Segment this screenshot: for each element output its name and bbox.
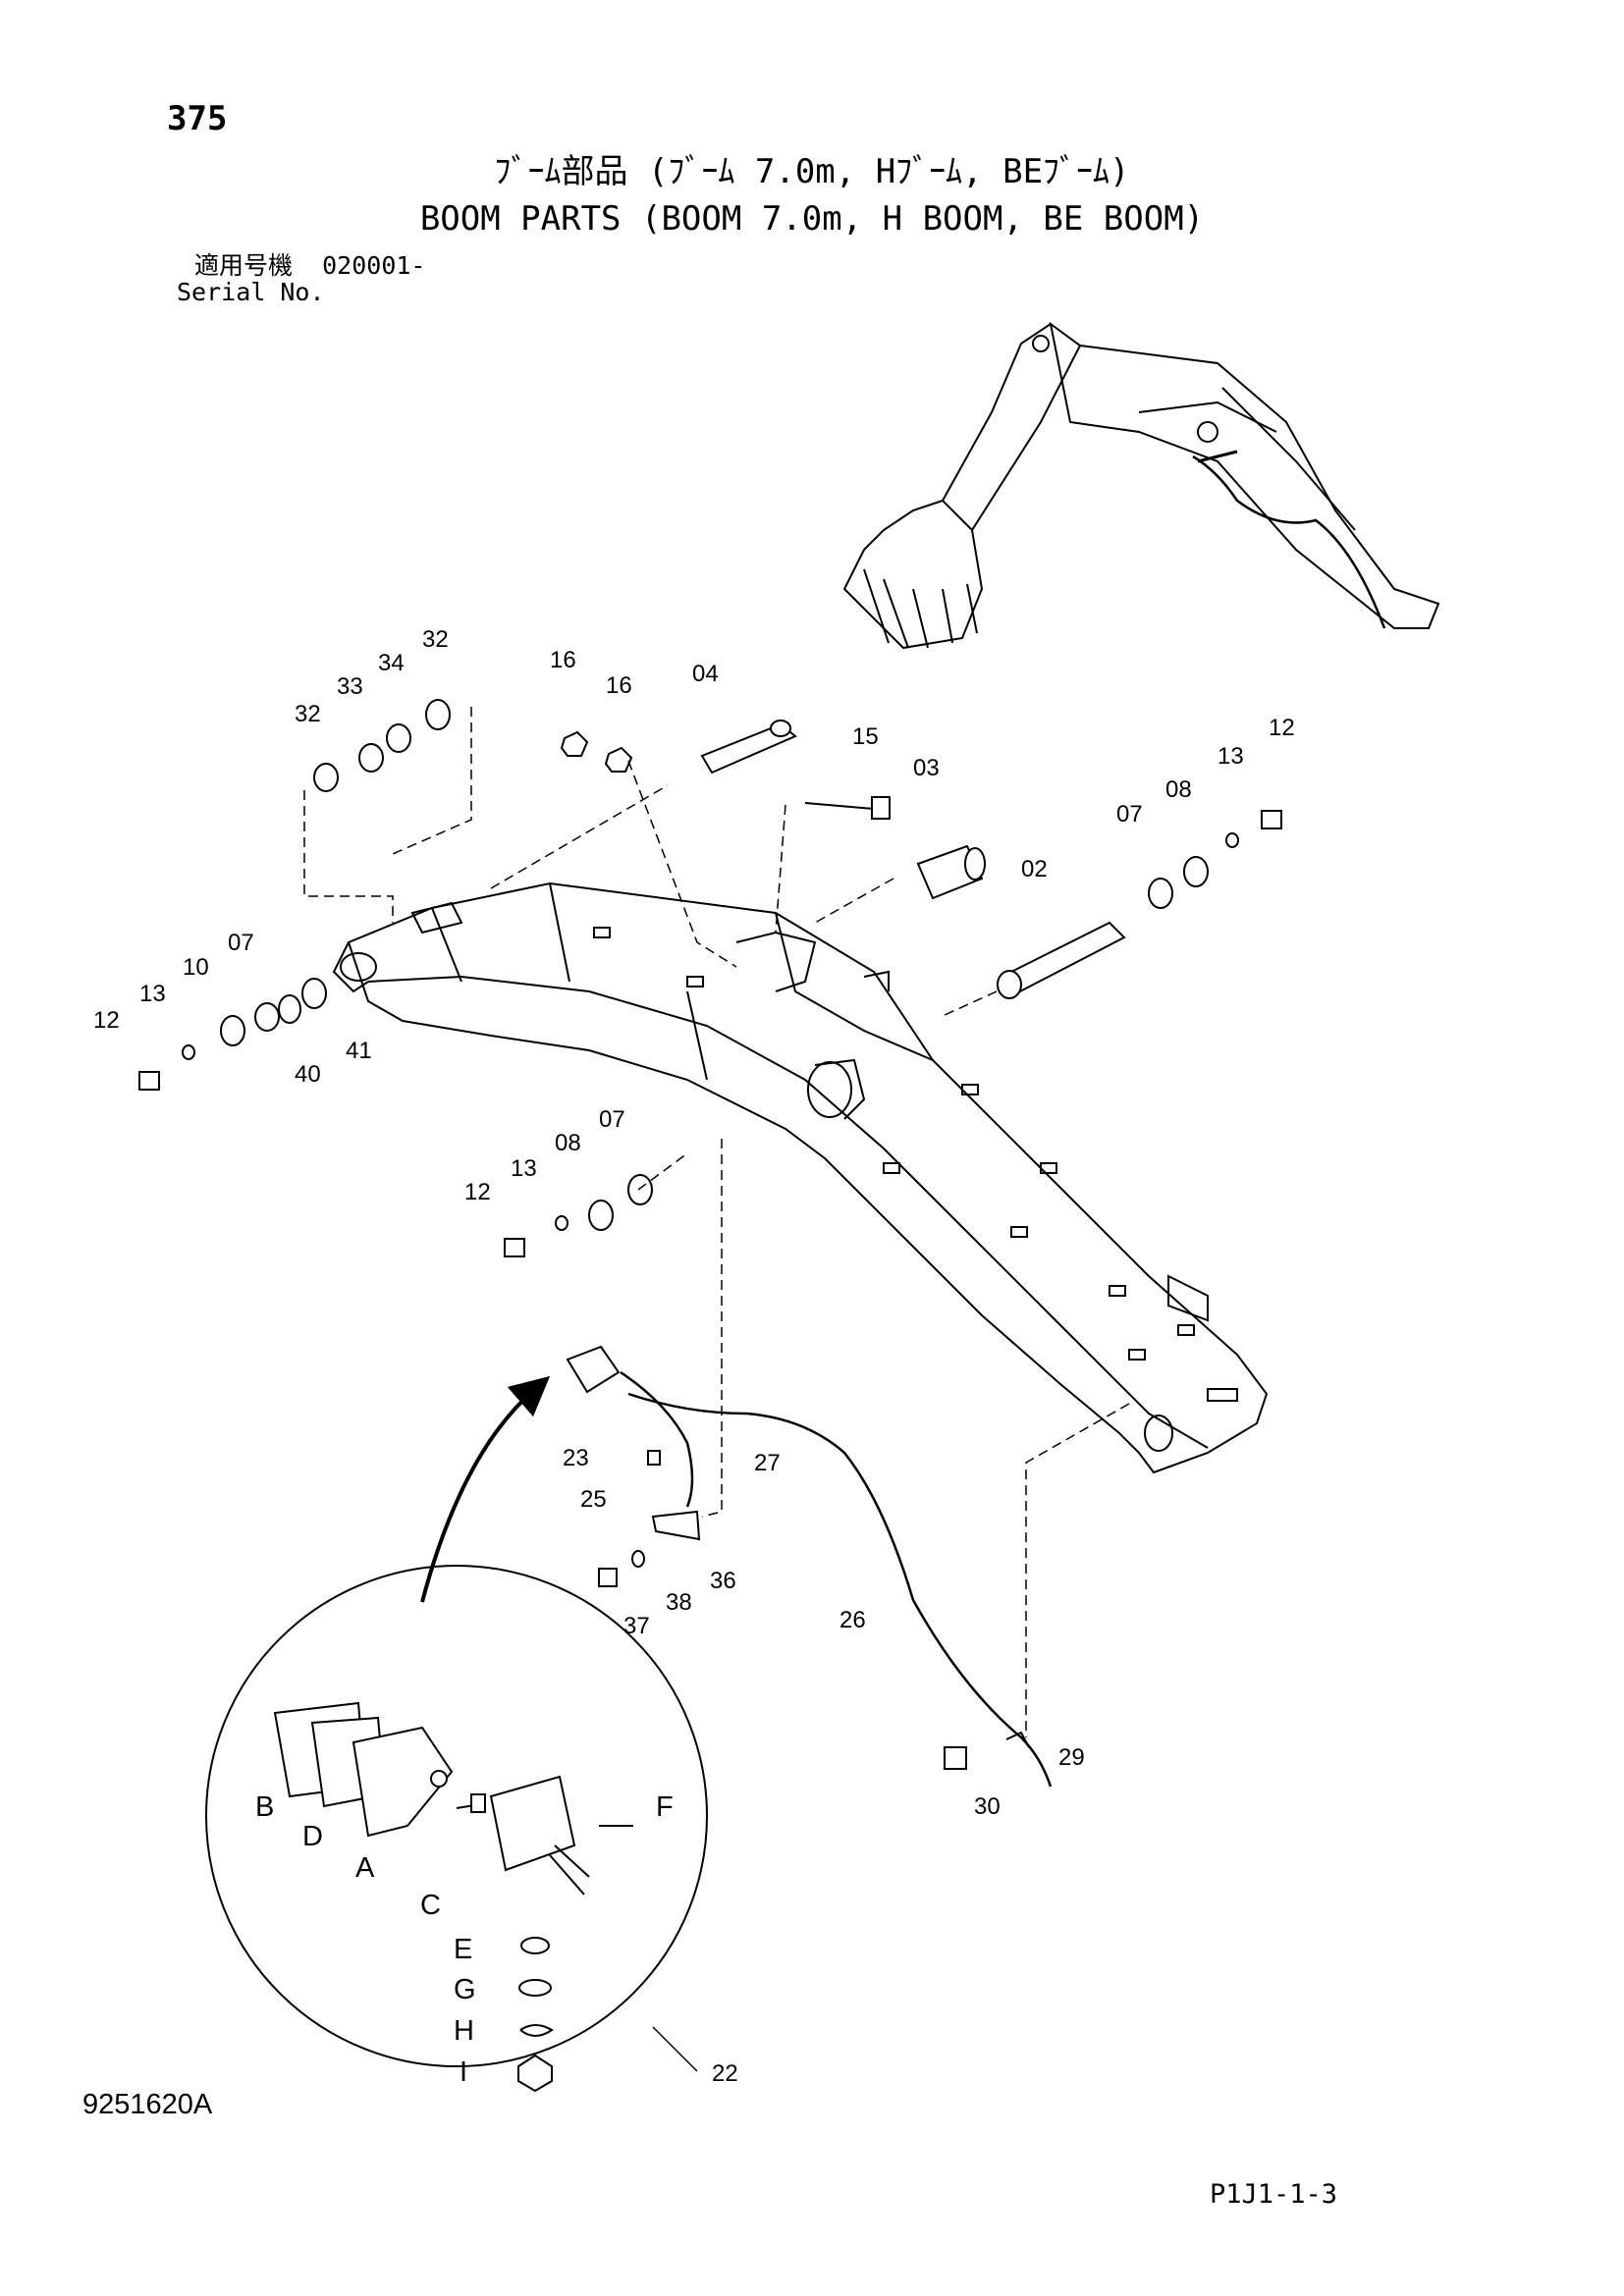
callout-37: 37 [623, 1613, 650, 1639]
callout-16: 16 [606, 672, 632, 699]
letter-h: H [454, 2015, 474, 2047]
callout-13: 13 [139, 981, 166, 1007]
drawing-code: 9251620A [82, 2089, 213, 2120]
callout-16: 16 [550, 647, 576, 673]
callout-25: 25 [580, 1486, 607, 1513]
detail-circle [205, 1565, 708, 2067]
callout-29: 29 [1058, 1744, 1085, 1771]
callout-labels: 32 33 34 32 16 16 04 15 03 02 07 08 13 1… [93, 626, 1295, 2087]
callout-03: 03 [913, 755, 940, 781]
callout-07: 07 [599, 1106, 625, 1133]
callout-12: 12 [464, 1179, 491, 1205]
callout-13: 13 [511, 1155, 537, 1182]
letter-c: C [420, 1890, 441, 1921]
work-light-exploded [273, 1701, 633, 2093]
callout-32: 32 [422, 626, 449, 653]
callout-34: 34 [378, 650, 405, 676]
callout-15: 15 [852, 723, 879, 750]
lamp-letter-labels: B D A C F E G H I [255, 1791, 674, 2088]
callout-12: 12 [1269, 715, 1295, 741]
letter-i: I [460, 2056, 467, 2088]
letter-d: D [302, 1821, 323, 1852]
callout-30: 30 [974, 1793, 1001, 1820]
boom-structure [332, 881, 1269, 1474]
callout-41: 41 [346, 1038, 372, 1064]
callout-23: 23 [563, 1445, 589, 1471]
page-reference: P1J1-1-3 [1210, 2179, 1338, 2210]
callout-13: 13 [1218, 743, 1244, 770]
callout-26: 26 [839, 1607, 866, 1633]
serial-value: 020001- [322, 251, 426, 280]
letter-a: A [355, 1852, 375, 1884]
title-japanese: ﾌﾞｰﾑ部品 (ﾌﾞｰﾑ 7.0m, Hﾌﾞｰﾑ, BEﾌﾞｰﾑ) [494, 152, 1130, 191]
letter-f: F [656, 1791, 674, 1823]
callout-38: 38 [666, 1589, 692, 1616]
serial-label-jp-row: 適用号機 020001- [194, 253, 425, 278]
leader-22 [652, 2026, 698, 2072]
letter-b: B [255, 1791, 274, 1823]
hardware-parts [138, 699, 1282, 1770]
serial-label-jp: 適用号機 [194, 251, 294, 280]
callout-12: 12 [93, 1007, 120, 1034]
leader-lines [303, 707, 1130, 1737]
callout-04: 04 [692, 661, 719, 687]
letter-e: E [454, 1934, 472, 1965]
letter-g: G [454, 1974, 476, 2005]
callout-08: 08 [555, 1130, 581, 1156]
callout-22: 22 [712, 2060, 738, 2087]
detail-arrow [420, 1375, 551, 1603]
wiring-harness [620, 1370, 1053, 1788]
page-number: 375 [167, 99, 228, 138]
callout-02: 02 [1021, 856, 1048, 882]
callout-32: 32 [295, 701, 321, 727]
serial-label-en: Serial No. [177, 278, 325, 306]
callout-33: 33 [337, 673, 363, 700]
callout-27: 27 [754, 1450, 781, 1476]
title-english: BOOM PARTS (BOOM 7.0m, H BOOM, BE BOOM) [419, 199, 1205, 239]
callout-10: 10 [183, 954, 209, 981]
excavator-overview-drawing [842, 321, 1440, 650]
callout-40: 40 [295, 1061, 321, 1088]
callout-07: 07 [228, 930, 254, 956]
callout-08: 08 [1165, 776, 1192, 803]
callout-07: 07 [1116, 801, 1143, 828]
callout-36: 36 [710, 1568, 736, 1594]
